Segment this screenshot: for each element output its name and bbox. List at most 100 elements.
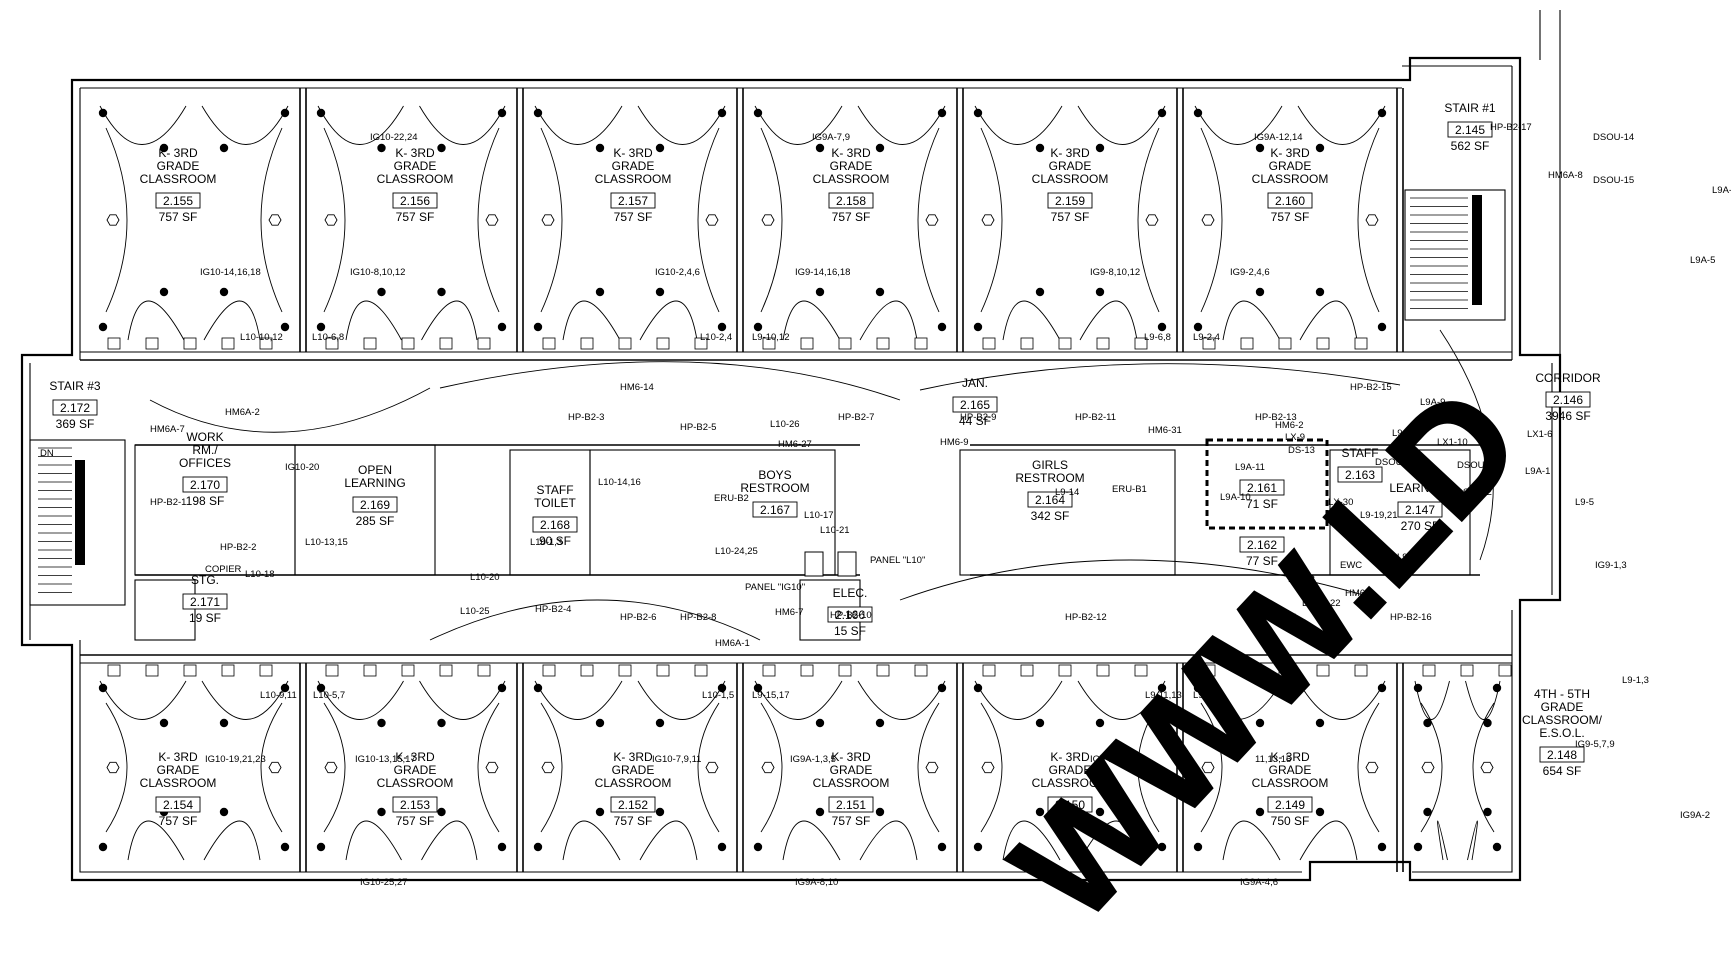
room-name: GRADE [394, 763, 437, 777]
room-name: K- 3RD [831, 750, 871, 764]
room-number: 2.166 [835, 608, 865, 622]
room-area: 757 SF [832, 210, 871, 224]
circuit-label: IG9A-8,10 [795, 877, 838, 888]
receptacle [1134, 337, 1148, 350]
circuit-homerun [1467, 820, 1478, 861]
light-fixture [1255, 143, 1265, 153]
circuit-homerun [1437, 820, 1448, 861]
circuit-homerun [540, 127, 563, 313]
circuit-label: HP-B2-6 [620, 612, 656, 623]
circuit-label: IG9-14,16,18 [795, 267, 850, 278]
receptacle [183, 664, 197, 677]
room-area: 15 SF [834, 624, 866, 638]
room-number-box [952, 396, 998, 413]
circuit-homerun [105, 702, 128, 833]
room-name: CLASSROOM [377, 776, 454, 790]
device-tag-hexagon [1365, 214, 1379, 226]
room-area: 198 SF [186, 494, 225, 508]
light-fixture [316, 842, 326, 852]
room-name: CLASSROOM [595, 776, 672, 790]
room-name: GRADE [157, 763, 200, 777]
circuit-label: HM6-7 [775, 607, 804, 618]
circuit-label: HP-B2-3 [568, 412, 604, 423]
circuit-label: IG10-25,27 [360, 877, 408, 888]
light-fixture [497, 322, 507, 332]
room-name: K- 3RD [613, 146, 653, 160]
light-fixture [1413, 842, 1423, 852]
circuit-label: 11,13,15 [1255, 754, 1291, 765]
circuit-label: IG9A-12,14 [1254, 132, 1303, 143]
receptacle [800, 664, 814, 677]
circuit-homerun [317, 680, 404, 720]
light-fixture [937, 683, 947, 693]
corridor-circuit [1439, 329, 1494, 561]
circuit-homerun [562, 300, 621, 341]
circuit-label: HP-B2-10 [830, 610, 872, 621]
light-fixture [1095, 807, 1105, 817]
room-number: 2.159 [1055, 194, 1085, 208]
exterior-walls [20, 10, 1562, 882]
receptacle [325, 664, 339, 677]
receptacle [1202, 337, 1216, 350]
receptacle [1316, 337, 1330, 350]
light-fixture [1157, 108, 1167, 118]
stair-1 [1404, 189, 1506, 321]
room-number-box [752, 501, 798, 518]
room-area: 757 SF [1051, 210, 1090, 224]
light-fixture [1413, 683, 1423, 693]
receptacle [325, 337, 339, 350]
circuit-label: HP-B2-13 [1255, 412, 1297, 423]
circuit-label: L9A-2 [1392, 428, 1417, 439]
receptacle [656, 664, 670, 677]
light-fixture [1095, 718, 1105, 728]
circuit-homerun [859, 300, 918, 341]
room-name: GRADE [1049, 763, 1092, 777]
receptacle [107, 337, 121, 350]
device-tag-hexagon [705, 214, 719, 226]
circuit-homerun [917, 702, 940, 833]
light-fixture [1193, 842, 1203, 852]
wiring [99, 105, 1501, 861]
corridor-circuit [919, 363, 1401, 391]
room-number: 2.168 [540, 518, 570, 532]
device-tag-hexagon [268, 761, 282, 774]
room-name: K- 3RD [1270, 146, 1310, 160]
room-name: CLASSROOM [1032, 776, 1109, 790]
circuit-label: IG9-5,7,9 [1575, 739, 1615, 750]
circuit-homerun [477, 127, 500, 313]
circuit-label: HP-B2-8 [680, 612, 716, 623]
room-name: K- 3RD [1050, 750, 1090, 764]
circuit-homerun [419, 105, 506, 145]
receptacle [618, 337, 632, 350]
receptacle [221, 664, 235, 677]
room-name: STAIR #3 [49, 379, 100, 393]
device-tag-hexagon [761, 214, 775, 226]
light-fixture [973, 322, 983, 332]
circuit-label: HP-B2-5 [680, 422, 716, 433]
circuit-homerun [1200, 702, 1223, 833]
receptacle [1354, 337, 1368, 350]
room-number-box [182, 593, 228, 610]
circuit-label: IG9-2,4,6 [1230, 267, 1270, 278]
room-number-box [828, 796, 874, 813]
light-fixture [159, 287, 169, 297]
room-name: E.S.O.L. [1539, 726, 1584, 740]
receptacle [439, 664, 453, 677]
room-number: 2.169 [360, 498, 390, 512]
circuit-homerun [477, 702, 500, 833]
light-fixture [377, 143, 386, 153]
light-fixture [98, 683, 108, 693]
room-name: GRADE [157, 159, 200, 173]
room-number-box [610, 192, 656, 209]
room-name: JAN. [962, 376, 988, 390]
light-fixture [377, 807, 386, 817]
circuit-label: L10-1,3 [530, 537, 562, 548]
room-name: STAIR #1 [1444, 101, 1495, 115]
light-fixture [1035, 287, 1045, 297]
